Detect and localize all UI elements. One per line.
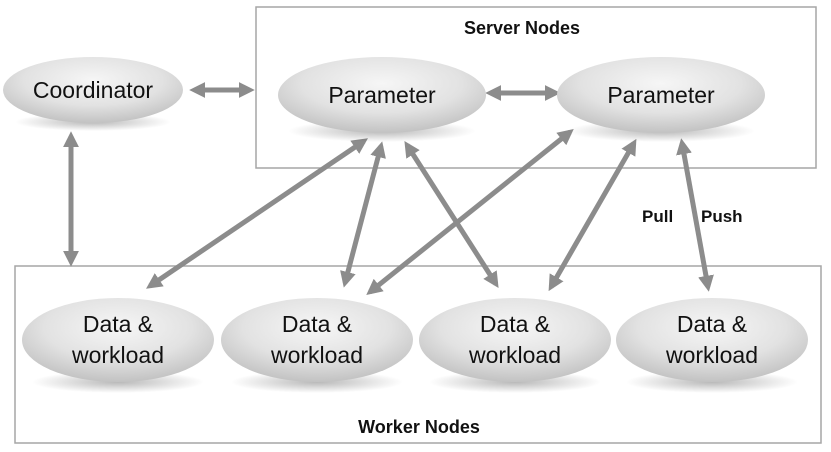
parameter-2-label: Parameter [607, 82, 715, 108]
worker-2-line2: workload [270, 342, 363, 368]
worker-node-2: Data & workload [221, 298, 413, 393]
worker-1-ellipse [22, 298, 214, 382]
worker-node-3: Data & workload [419, 298, 611, 393]
worker-nodes-label: Worker Nodes [358, 417, 480, 437]
worker-1-line2: workload [71, 342, 164, 368]
worker-3-line1: Data & [480, 311, 550, 337]
parameter-node-1: Parameter [278, 57, 486, 142]
arrow-param1-worker2 [340, 141, 386, 288]
worker-4-ellipse [616, 298, 808, 382]
arrow-param1-worker1 [146, 138, 368, 289]
coordinator-label: Coordinator [33, 77, 154, 103]
parameter-1-ellipse [278, 57, 486, 133]
arrows [62, 81, 714, 295]
coordinator-node: Coordinator [3, 57, 183, 131]
worker-4-line2: workload [665, 342, 758, 368]
worker-2-ellipse [221, 298, 413, 382]
worker-1-line1: Data & [83, 311, 153, 337]
arrow-param1-worker3 [404, 140, 499, 289]
pull-label: Pull [642, 207, 673, 226]
worker-node-1: Data & workload [22, 298, 214, 393]
parameter-1-label: Parameter [328, 82, 436, 108]
arrow-param2-worker3 [548, 138, 637, 292]
arrow-param2-worker4 [676, 138, 714, 292]
parameter-2-ellipse [557, 57, 765, 133]
parameter-node-2: Parameter [557, 57, 765, 142]
worker-3-line2: workload [468, 342, 561, 368]
server-nodes-label: Server Nodes [464, 18, 580, 38]
worker-3-ellipse [419, 298, 611, 382]
worker-node-4: Data & workload [616, 298, 808, 393]
arrow-param2-worker2 [366, 129, 574, 295]
coordinator-ellipse [3, 57, 183, 123]
worker-4-line1: Data & [677, 311, 747, 337]
push-label: Push [701, 207, 743, 226]
worker-2-line1: Data & [282, 311, 352, 337]
